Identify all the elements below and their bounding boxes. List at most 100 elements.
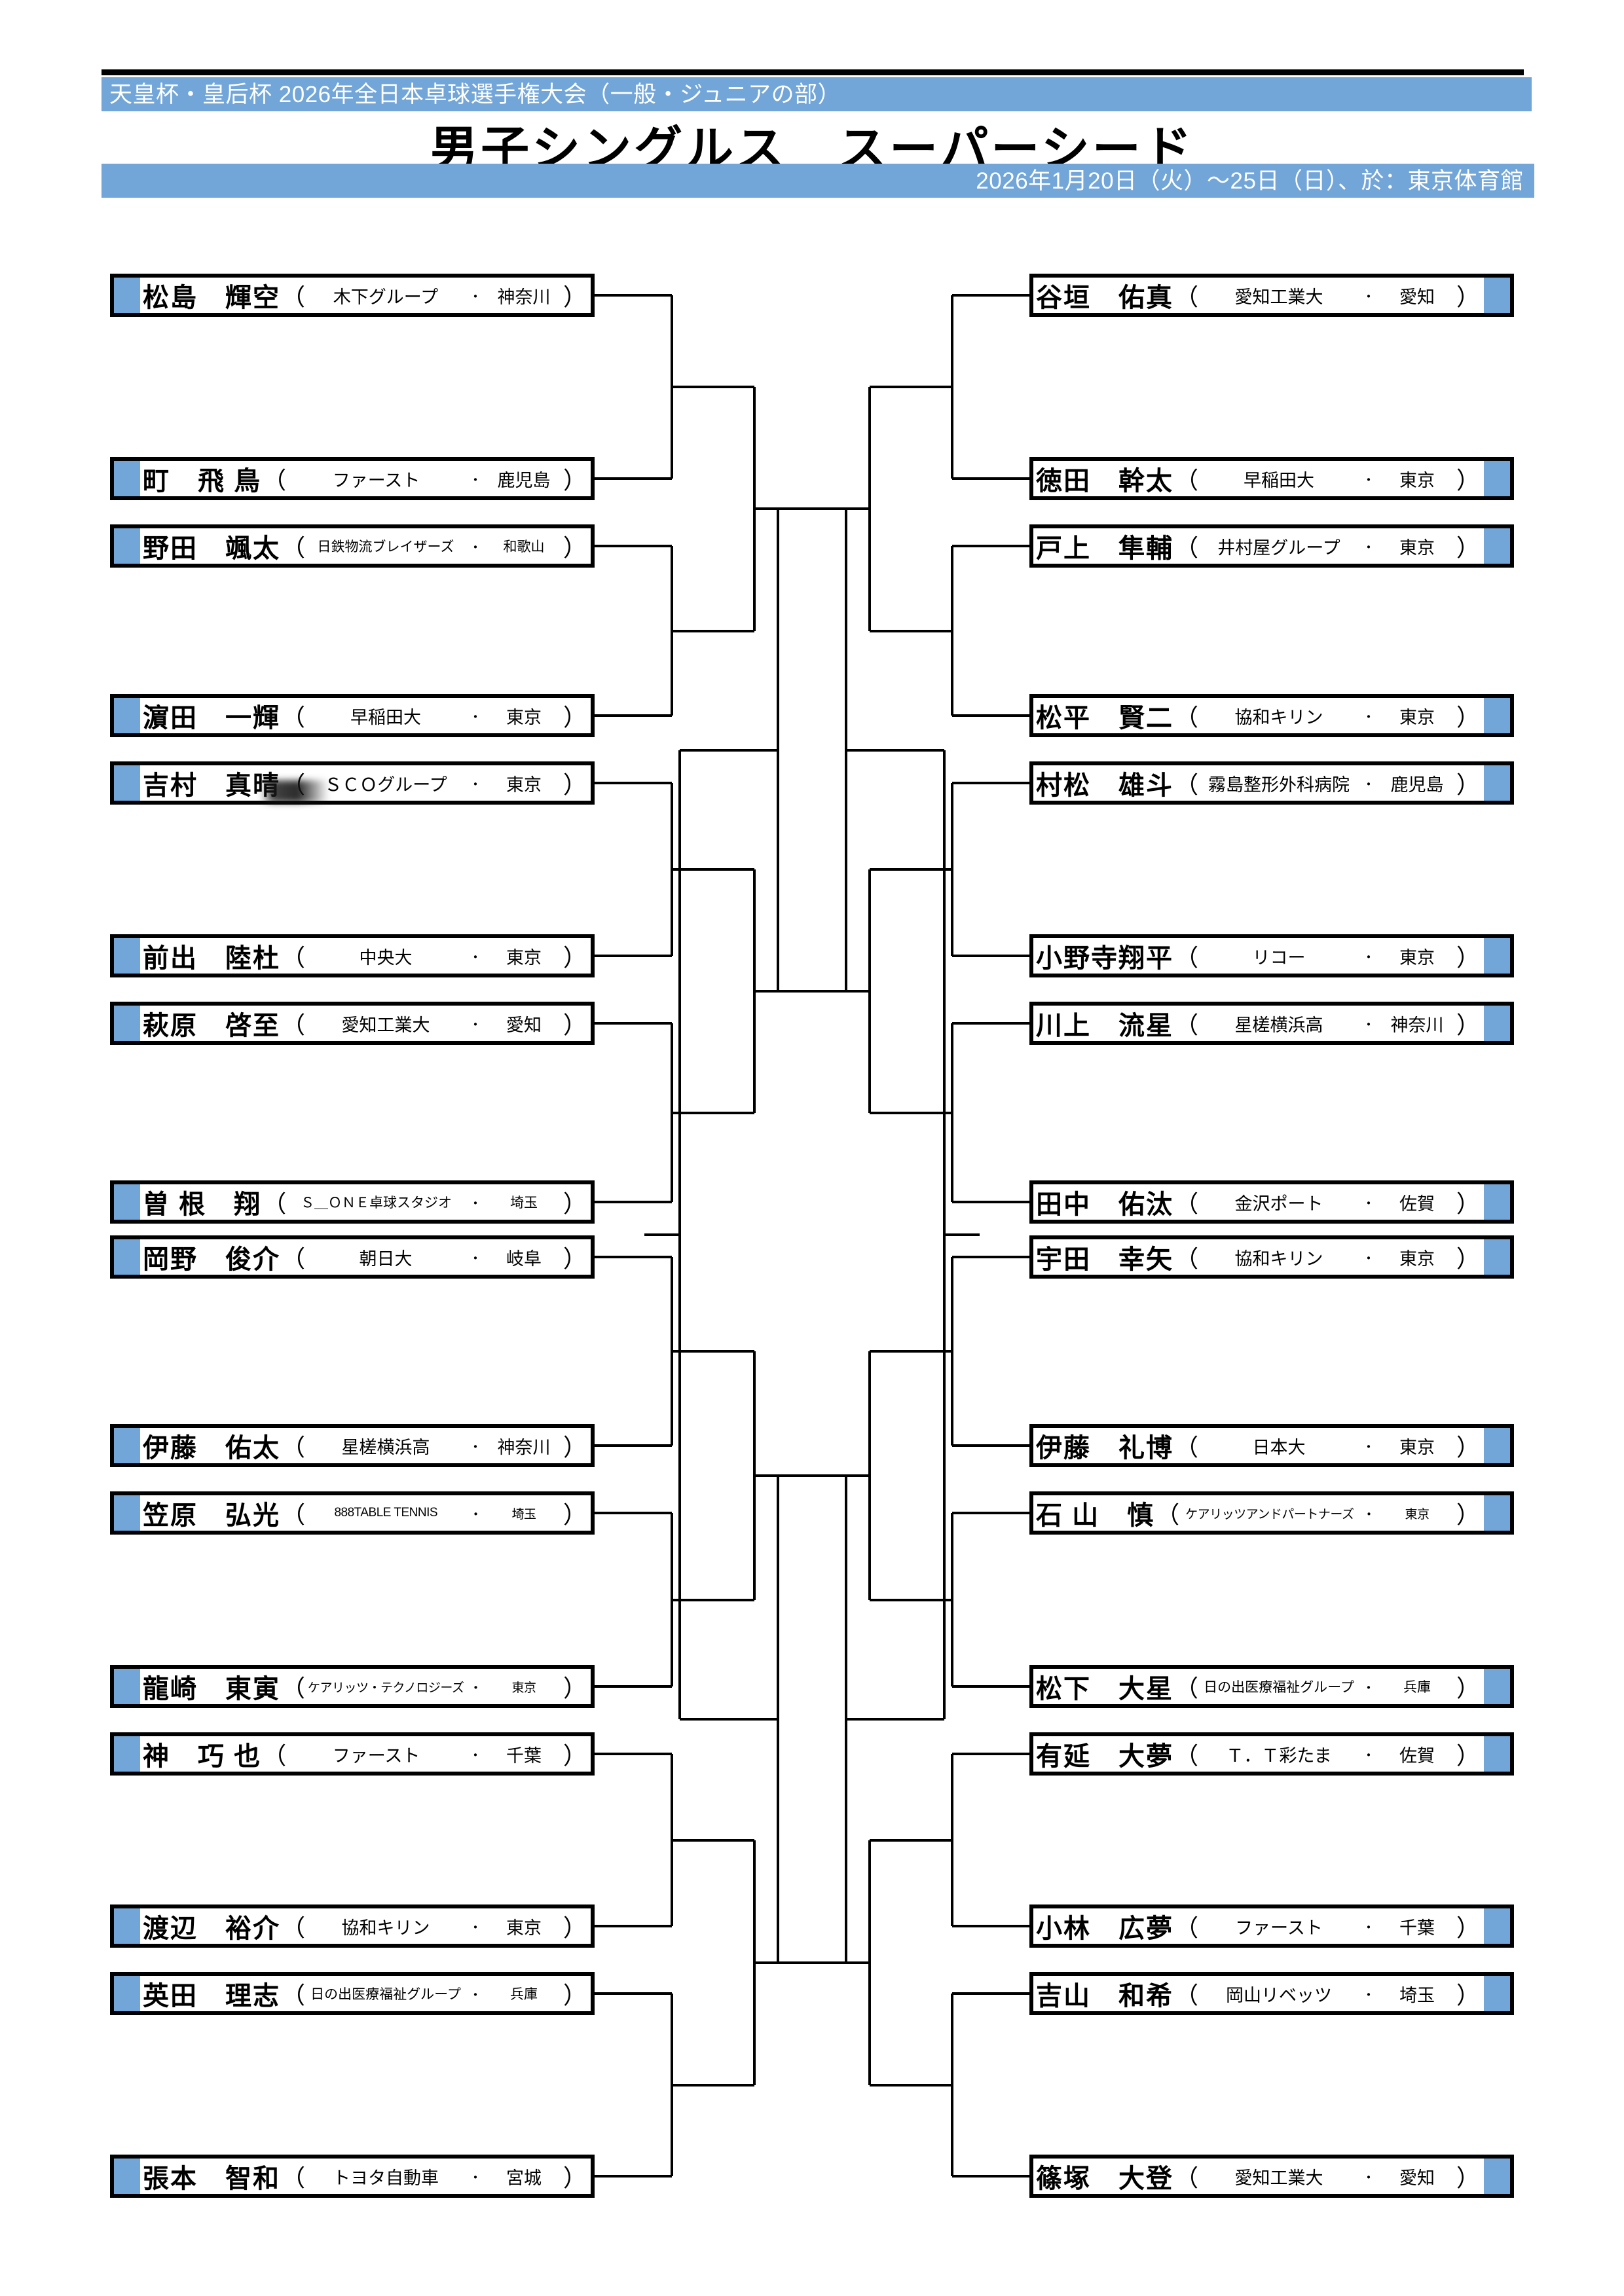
player-organization: 早稲田大: [1244, 470, 1314, 490]
player-name: 戸上 隼輔: [1036, 534, 1173, 563]
player-affiliation: Ｓ＿ＯＮＥ卓球スタジオ・埼玉: [287, 1192, 562, 1212]
player-box[interactable]: 宇田 幸矢（協和キリン・東京）: [1029, 1235, 1514, 1279]
bracket-connector-h: [778, 507, 870, 511]
player-box[interactable]: 龍崎 東寅（ケアリッツ・テクノロジーズ・東京）: [110, 1665, 595, 1708]
player-box[interactable]: 田中 佑汰（金沢ポート・佐賀）: [1029, 1180, 1514, 1224]
player-entry: 町 飛 鳥（ファースト・鹿児島）: [140, 461, 591, 496]
bracket-connector-h: [870, 2083, 952, 2086]
player-name: 伊藤 礼博: [1036, 1434, 1173, 1463]
bracket-connector-h: [644, 1233, 680, 1236]
player-entry: 田中 佑汰（金沢ポート・佐賀）: [1033, 1184, 1484, 1220]
bracket-connector-h: [778, 989, 870, 993]
close-paren: ）: [1456, 704, 1480, 731]
player-organization: 愛知工業大: [1234, 2168, 1323, 2188]
player-name: 野田 颯太: [143, 534, 280, 563]
bracket-connector-v: [868, 1840, 871, 2085]
player-box[interactable]: 川上 流星（星槎横浜高・神奈川）: [1029, 1002, 1514, 1045]
player-prefecture: 東京: [506, 1918, 542, 1938]
player-box[interactable]: 濵田 一輝（早稲田大・東京）: [110, 694, 595, 737]
bracket-connector-h: [595, 1512, 672, 1514]
player-entry: 吉山 和希（岡山リベッツ・埼玉）: [1033, 1976, 1484, 2011]
player-box[interactable]: 松平 賢二（協和キリン・東京）: [1029, 694, 1514, 737]
bracket-connector-h: [870, 1838, 952, 1842]
seed-marker: [1484, 1239, 1510, 1275]
player-box[interactable]: 篠塚 大登（愛知工業大・愛知）: [1029, 2155, 1514, 2198]
player-organization: 朝日大: [359, 1248, 413, 1269]
separator-dot: ・: [1361, 1681, 1375, 1696]
player-affiliation: 星槎横浜高・神奈川: [306, 1433, 562, 1459]
open-paren: （: [1175, 1245, 1199, 1272]
player-box[interactable]: 渡辺 裕介（協和キリン・東京）: [110, 1904, 595, 1948]
player-name: 篠塚 大登: [1036, 2164, 1173, 2193]
player-box[interactable]: 張本 智和（トヨタ自動車・宮城）: [110, 2155, 595, 2198]
player-prefecture: 宮城: [506, 2168, 542, 2188]
player-box[interactable]: 小林 広夢（ファースト・千葉）: [1029, 1904, 1514, 1948]
bracket-connector-v: [951, 295, 953, 479]
player-entry: 小野寺翔平（リコー・東京）: [1033, 938, 1484, 974]
close-paren: ）: [563, 1675, 587, 1702]
player-entry: 川上 流星（星槎横浜高・神奈川）: [1033, 1006, 1484, 1041]
player-box[interactable]: 松下 大星（日の出医療福祉グループ・兵庫）: [1029, 1665, 1514, 1708]
player-prefecture: 佐賀: [1399, 1745, 1435, 1766]
player-organization: 木下グループ: [333, 287, 439, 307]
player-box[interactable]: 英田 理志（日の出医療福祉グループ・兵庫）: [110, 1972, 595, 2015]
close-paren: ）: [563, 1245, 587, 1272]
player-box[interactable]: 岡野 俊介（朝日大・岐阜）: [110, 1235, 595, 1279]
player-box[interactable]: 吉山 和希（岡山リベッツ・埼玉）: [1029, 1972, 1514, 2015]
player-prefecture: 愛知: [506, 1015, 542, 1035]
bracket-connector-h: [952, 1685, 1029, 1688]
player-box[interactable]: 曽 根 翔（Ｓ＿ＯＮＥ卓球スタジオ・埼玉）: [110, 1180, 595, 1224]
player-box[interactable]: 村松 雄斗（霧島整形外科病院・鹿児島）: [1029, 761, 1514, 805]
player-organization: 早稲田大: [350, 707, 421, 727]
player-box[interactable]: 野田 颯太（日鉄物流ブレイザーズ・和歌山）: [110, 524, 595, 568]
separator-dot: ・: [1361, 1920, 1375, 1935]
open-paren: （: [1175, 771, 1199, 798]
player-box[interactable]: 町 飛 鳥（ファースト・鹿児島）: [110, 457, 595, 500]
seed-marker: [1484, 278, 1510, 313]
bracket-connector-v: [868, 1351, 871, 1600]
separator-dot: ・: [1362, 1507, 1375, 1522]
bracket-connector-h: [952, 1753, 1029, 1755]
player-box[interactable]: 伊藤 佑太（星槎横浜高・神奈川）: [110, 1424, 595, 1467]
player-box[interactable]: 神 巧 也（ファースト・千葉）: [110, 1732, 595, 1776]
player-organization: 霧島整形外科病院: [1208, 774, 1350, 795]
player-box[interactable]: 戸上 隼輔（井村屋グループ・東京）: [1029, 524, 1514, 568]
separator-dot: ・: [468, 1748, 482, 1763]
player-entry: 村松 雄斗（霧島整形外科病院・鹿児島）: [1033, 765, 1484, 801]
player-box[interactable]: 前出 陸杜（中央大・東京）: [110, 934, 595, 977]
seed-marker: [114, 1495, 140, 1531]
close-paren: ）: [1456, 283, 1480, 310]
player-organization: 井村屋グループ: [1217, 538, 1340, 558]
bracket-connector-h: [672, 2083, 754, 2086]
player-affiliation: 早稲田大・東京: [1200, 466, 1455, 492]
player-box[interactable]: 有延 大夢（Ｔ．Ｔ彩たま・佐賀）: [1029, 1732, 1514, 1776]
player-entry: 笠原 弘光（888TABLE TENNIS・埼玉）: [140, 1495, 591, 1531]
player-name: 渡辺 裕介: [143, 1914, 280, 1943]
seed-marker: [1484, 2159, 1510, 2194]
player-box[interactable]: 萩原 啓至（愛知工業大・愛知）: [110, 1002, 595, 1045]
bracket-connector-h: [595, 1444, 672, 1447]
player-organization: 愛知工業大: [1234, 287, 1323, 307]
player-box[interactable]: 笠原 弘光（888TABLE TENNIS・埼玉）: [110, 1491, 595, 1535]
player-affiliation: 協和キリン・東京: [1200, 703, 1455, 729]
close-paren: ）: [1456, 1675, 1480, 1702]
player-box[interactable]: 小野寺翔平（リコー・東京）: [1029, 934, 1514, 977]
player-box[interactable]: 徳田 幹太（早稲田大・東京）: [1029, 457, 1514, 500]
bracket-connector-h: [952, 782, 1029, 784]
player-box[interactable]: 石 山 慎（ケアリッツアンドパートナーズ・東京）: [1029, 1491, 1514, 1535]
player-prefecture: 東京: [1399, 538, 1435, 558]
player-name: 吉村 真晴: [143, 771, 280, 800]
player-box[interactable]: 谷垣 佑真（愛知工業大・愛知）: [1029, 274, 1514, 317]
player-name: 張本 智和: [143, 2164, 280, 2193]
player-box[interactable]: 松島 輝空（木下グループ・神奈川）: [110, 274, 595, 317]
bracket-connector-h: [952, 294, 1029, 297]
player-box[interactable]: 吉村 真晴（ＳＣＯグループ・東京）: [110, 761, 595, 805]
seed-marker: [114, 2159, 140, 2194]
separator-dot: ・: [1361, 1440, 1375, 1455]
close-paren: ）: [563, 944, 587, 971]
player-name: 伊藤 佑太: [143, 1434, 280, 1463]
player-name: 曽 根 翔: [143, 1190, 262, 1219]
player-box[interactable]: 伊藤 礼博（日本大・東京）: [1029, 1424, 1514, 1467]
player-entry: 松下 大星（日の出医療福祉グループ・兵庫）: [1033, 1669, 1484, 1704]
player-prefecture: 鹿児島: [497, 470, 551, 490]
